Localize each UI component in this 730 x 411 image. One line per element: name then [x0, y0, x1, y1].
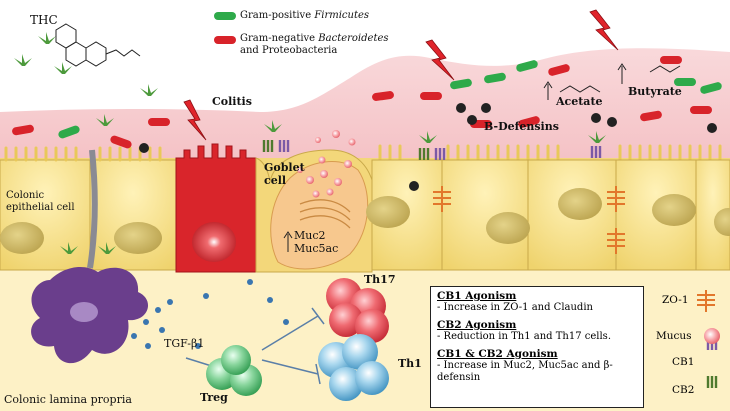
cb2-agonism-heading: CB2 Agonism [437, 319, 517, 331]
dendritic-cell [31, 149, 149, 364]
thc-molecule [55, 23, 141, 67]
legend-zo1: ZO-1 [662, 294, 689, 306]
bacteria [12, 12, 722, 149]
th17-label: Th17 [364, 273, 396, 286]
treg-cells [206, 345, 262, 396]
lightning-bolts [183, 9, 619, 141]
tgf-beta-dots [131, 279, 289, 349]
epithelial-cells-left [0, 159, 177, 271]
cb2-agonism-detail: - Reduction in Th1 and Th17 cells. [437, 331, 611, 342]
b-defensins-label: B-Defensins [484, 120, 559, 133]
goblet-cell [255, 130, 373, 273]
butyrate-label: Butyrate [628, 85, 682, 98]
colitis-label: Colitis [212, 95, 252, 108]
thc-label: THC [30, 13, 58, 27]
cb1-agonism-heading: CB1 Agonism [437, 290, 517, 302]
legend-gram-positive-pill [214, 12, 236, 20]
legend-gram-positive-text: Gram-positive Firmicutes [240, 10, 370, 21]
cb1-cb2-agonism-heading: CB1 & CB2 Agonism [437, 348, 558, 360]
cannabis-leaves [14, 32, 606, 254]
acetate-label: Acetate [556, 95, 603, 108]
legend-cb2: CB2 [672, 384, 695, 396]
legend-gram-negative-text: Gram-negative Bacteroidetes and Proteoba… [240, 33, 389, 56]
regulation-arrows [185, 307, 325, 385]
lamina-propria-label: Colonic lamina propria [4, 393, 132, 406]
cb1-agonism-detail: - Increase in ZO-1 and Claudin [437, 302, 593, 313]
tgf-beta-label: TGF-β1 [164, 337, 205, 350]
agonism-info-box: CB1 Agonism - Increase in ZO-1 and Claud… [430, 286, 644, 408]
cb-receptors [262, 140, 718, 388]
epithelial-cells-right [366, 159, 730, 271]
treg-label: Treg [200, 391, 228, 404]
defensins [139, 103, 717, 191]
legend-gram-negative-pill [214, 36, 236, 44]
legend-cb1: CB1 [672, 356, 695, 368]
inflamed-epithelial-cell [175, 143, 257, 273]
legend-mucus: Mucus [656, 330, 692, 342]
microvilli [4, 144, 722, 162]
cb1-cb2-agonism-detail: - Increase in Muc2, Muc5ac and β-defensi… [437, 360, 613, 383]
th1-label: Th1 [398, 357, 422, 370]
th1-cells [318, 334, 389, 401]
right-legend-icons [704, 328, 720, 344]
scfa-structures [283, 63, 681, 252]
zo1-junctions [433, 186, 715, 312]
